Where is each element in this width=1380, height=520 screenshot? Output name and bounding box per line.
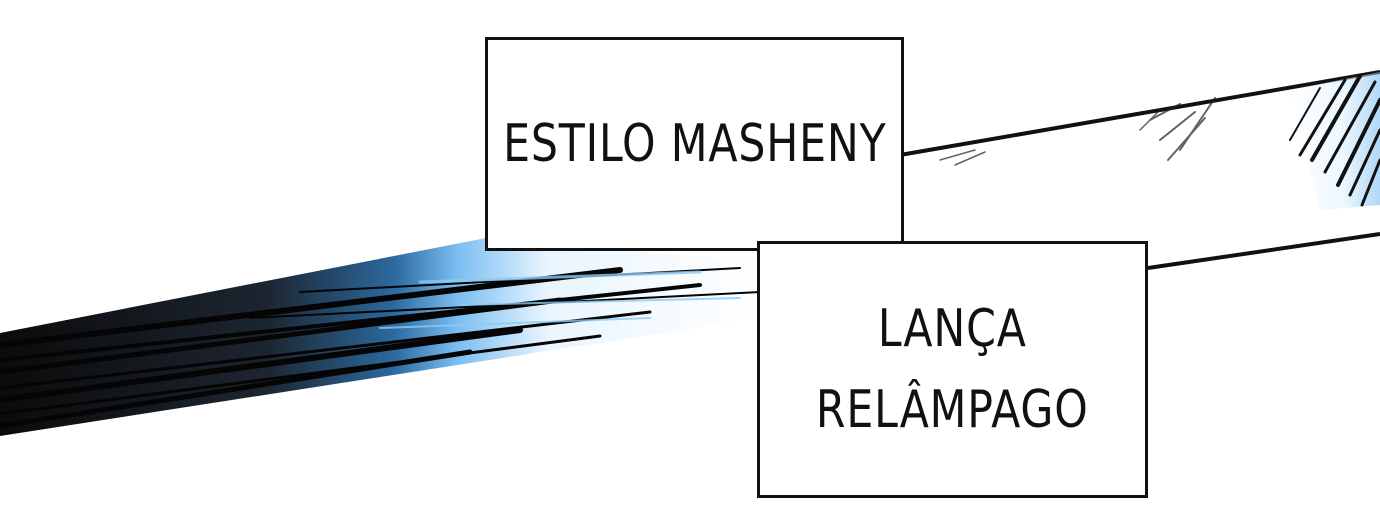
caption-technique-line-1: LANÇA <box>878 298 1027 359</box>
caption-style-line: ESTILO MASHENY <box>502 113 887 174</box>
blue-highlights <box>379 270 741 329</box>
caption-box-style: ESTILO MASHENY <box>485 37 904 251</box>
speed-lines-middle <box>939 97 1216 166</box>
spear-streak-left <box>0 238 760 436</box>
spear-body-right <box>900 72 1380 268</box>
speed-lines-right <box>1289 74 1380 207</box>
caption-technique-line-2: RELÂMPAGO <box>816 379 1089 440</box>
caption-box-technique: LANÇA RELÂMPAGO <box>757 241 1148 498</box>
caption-style-text: ESTILO MASHENY <box>503 104 886 185</box>
speed-lines-left <box>0 267 761 429</box>
caption-technique-text: LANÇA RELÂMPAGO <box>816 289 1089 450</box>
